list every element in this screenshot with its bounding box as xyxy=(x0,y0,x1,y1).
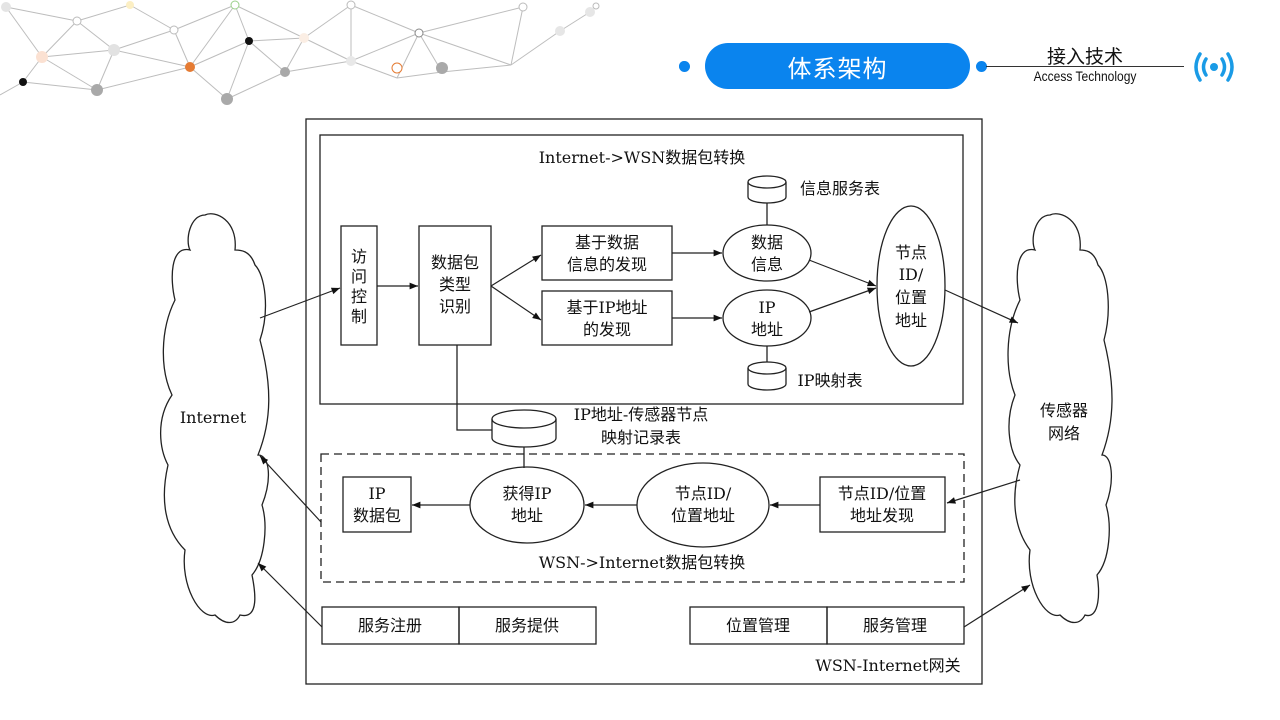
get-ip-label-1: 获得IP xyxy=(502,484,551,503)
packet-type-label-1: 数据包 xyxy=(431,253,479,272)
ip-packet-box xyxy=(342,476,412,533)
internet-cloud xyxy=(160,213,270,624)
upper-panel-box xyxy=(319,134,964,405)
service-register-label: 服务注册 xyxy=(358,616,422,635)
mapping-record-db-icon xyxy=(456,345,557,468)
discover-ip-label-2: 的发现 xyxy=(583,320,631,339)
node-id-label-3: 位置 xyxy=(895,288,927,307)
arrow-type-to-ip xyxy=(490,285,542,321)
discover-data-label-2: 信息的发现 xyxy=(567,255,647,274)
arrow-service-to-internet xyxy=(257,562,323,628)
internet-label: Internet xyxy=(180,408,247,427)
discover-ip-label-1: 基于IP地址 xyxy=(566,298,647,317)
section-title: 体系架构 xyxy=(787,54,888,83)
ip-addr-label-1: IP xyxy=(758,298,775,317)
discover-data-label-1: 基于数据 xyxy=(575,233,639,252)
arrow-type-to-data xyxy=(490,254,542,287)
node-id-label-2: ID/ xyxy=(899,265,924,284)
lower-panel-title: WSN->Internet数据包转换 xyxy=(539,553,746,572)
header-dot-right xyxy=(976,61,987,72)
service-mgmt-box xyxy=(826,606,965,645)
packet-type-label-2: 类型 xyxy=(439,275,471,294)
sensor-network-label-2: 网络 xyxy=(1048,424,1080,443)
access-control-label-3: 控 xyxy=(351,287,367,306)
arrow-mgmt-to-sensor xyxy=(963,584,1031,628)
wireless-signal-icon xyxy=(1194,52,1234,82)
ip-addr-label-2: 地址 xyxy=(751,320,783,339)
ip-packet-label-1: IP xyxy=(368,484,385,503)
ip-map-table-label: IP映射表 xyxy=(797,371,862,390)
arrow-ip-to-node xyxy=(808,287,877,313)
service-provide-box xyxy=(458,606,597,645)
arrow-node-to-sensor xyxy=(944,289,1019,324)
arrow-lower-to-internet xyxy=(259,455,322,523)
network-decoration xyxy=(0,0,689,105)
arrow-internet-to-access xyxy=(259,287,341,319)
node-loc-node xyxy=(636,462,770,548)
ip-map-db-icon xyxy=(747,346,787,391)
arrow-data-to-node xyxy=(808,259,877,287)
mapping-db-label-1: IP地址-传感器节点 xyxy=(574,405,709,424)
node-id-node xyxy=(876,205,946,367)
service-provide-label: 服务提供 xyxy=(495,616,559,635)
node-id-label-4: 地址 xyxy=(895,311,927,330)
get-ip-node xyxy=(469,466,585,544)
arrow-sensor-to-discover xyxy=(946,479,1021,504)
info-service-table-label: 信息服务表 xyxy=(800,179,880,198)
upper-panel-title: Internet->WSN数据包转换 xyxy=(539,148,746,167)
header-dot-left xyxy=(679,61,690,72)
get-ip-label-2: 地址 xyxy=(511,506,543,525)
node-id-label-1: 节点 xyxy=(895,243,927,262)
topic-title-zh: 接入技术 xyxy=(1046,46,1123,68)
ip-packet-label-2: 数据包 xyxy=(353,506,401,525)
info-service-db-icon xyxy=(747,175,787,225)
location-mgmt-label: 位置管理 xyxy=(726,616,790,635)
data-info-label-2: 信息 xyxy=(751,255,783,274)
node-discover-label-2: 地址发现 xyxy=(850,506,914,525)
service-mgmt-label: 服务管理 xyxy=(863,616,927,635)
topic-title-en: Access Technology xyxy=(1033,68,1137,84)
access-control-label-4: 制 xyxy=(351,307,367,326)
gateway-label: WSN-Internet网关 xyxy=(815,656,960,675)
node-discover-label-1: 节点ID/位置 xyxy=(838,484,927,503)
mapping-db-label-2: 映射记录表 xyxy=(601,428,681,447)
node-loc-label-2: 位置地址 xyxy=(671,506,735,525)
section-title-pill: 体系架构 xyxy=(705,43,970,89)
packet-type-label-3: 识别 xyxy=(439,297,471,316)
sensor-network-cloud xyxy=(1007,213,1113,624)
sensor-network-label-1: 传感器 xyxy=(1040,401,1088,420)
node-loc-label-1: 节点ID/ xyxy=(675,484,732,503)
lower-panel-box xyxy=(320,453,965,583)
header-divider xyxy=(986,66,1184,67)
access-control-label-2: 问 xyxy=(351,267,367,286)
gateway-box xyxy=(305,118,983,685)
data-info-label-1: 数据 xyxy=(751,233,783,252)
access-control-label-1: 访 xyxy=(351,247,367,266)
